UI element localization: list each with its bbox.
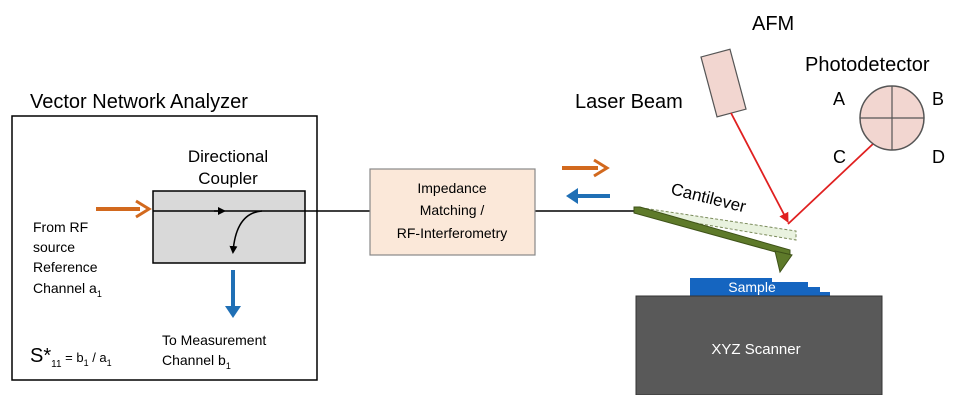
s-symbol: S* bbox=[30, 345, 51, 367]
eq-a-subscript: 1 bbox=[107, 358, 112, 368]
s-subscript: 11 bbox=[51, 359, 62, 370]
photodetector-label: Photodetector bbox=[805, 54, 930, 76]
xyz-scanner bbox=[635, 295, 883, 395]
quadrant-d-label: D bbox=[932, 147, 945, 167]
s11-equation: S*11 = b1 / a1 bbox=[30, 345, 112, 370]
laser-beam-incident bbox=[730, 112, 789, 223]
sample bbox=[690, 278, 830, 296]
cantilever bbox=[633, 206, 791, 257]
directional-coupler bbox=[152, 190, 306, 264]
xyz-scanner-label: XYZ Scanner bbox=[711, 341, 800, 358]
afm-title: AFM bbox=[752, 13, 794, 35]
measurement-down-arrow bbox=[225, 270, 241, 318]
eq-a-text: / a bbox=[89, 350, 108, 365]
rf-input-arrow bbox=[96, 199, 152, 219]
channel-b-text: Channel b bbox=[162, 352, 226, 368]
coupler-label-line1: Directional bbox=[188, 147, 268, 166]
coupler-label-line2: Coupler bbox=[198, 169, 258, 188]
reflected-signal-arrow bbox=[566, 188, 610, 204]
coupler-coupled-path bbox=[229, 210, 263, 254]
cantilever-tip bbox=[774, 250, 793, 274]
quadrant-a-label: A bbox=[833, 89, 845, 109]
rf-source-label-line4: Channel a1 bbox=[33, 280, 102, 299]
vna-title: Vector Network Analyzer bbox=[30, 91, 248, 113]
channel-a-text: Channel a bbox=[33, 280, 97, 296]
forward-signal-arrow bbox=[562, 158, 610, 178]
rf-source-label-line3: Reference bbox=[33, 259, 98, 275]
impedance-matching-box bbox=[369, 168, 536, 256]
channel-b-subscript: 1 bbox=[226, 361, 231, 371]
eq-b-subscript: 1 bbox=[84, 358, 89, 368]
impedance-label-line2: Matching / bbox=[420, 202, 485, 218]
sample-label: Sample bbox=[728, 279, 776, 295]
laser-beam-label: Laser Beam bbox=[575, 91, 683, 113]
eq-b-text: = b bbox=[62, 350, 84, 365]
impedance-label-line1: Impedance bbox=[417, 180, 486, 196]
quadrant-c-label: C bbox=[833, 147, 846, 167]
measurement-label-line2: Channel b1 bbox=[162, 352, 231, 371]
impedance-label-line3: RF-Interferometry bbox=[397, 225, 507, 241]
rf-source-label-line1: From RF bbox=[33, 219, 88, 235]
rf-source-label-line2: source bbox=[33, 239, 75, 255]
cantilever-label: Cantilever bbox=[669, 179, 748, 216]
quadrant-b-label: B bbox=[932, 89, 944, 109]
channel-a-subscript: 1 bbox=[97, 289, 102, 299]
laser-module bbox=[700, 48, 747, 118]
vna-box bbox=[11, 115, 318, 381]
measurement-label-line1: To Measurement bbox=[162, 332, 266, 348]
